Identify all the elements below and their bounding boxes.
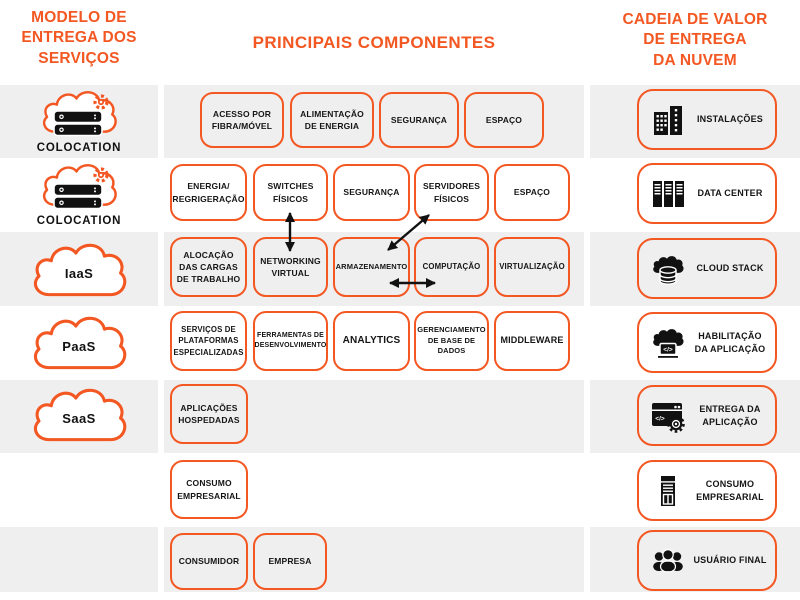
- server-racks-icon: [653, 180, 684, 207]
- value-chain-data-center: DATA CENTER: [637, 163, 777, 224]
- svg-text:</>: </>: [663, 346, 673, 353]
- service-model-iaas: IaaS: [0, 239, 158, 303]
- component-servicos-plataformas-especializadas: SERVIÇOS DE PLATAFORMAS ESPECIALIZADAS: [170, 311, 247, 371]
- cloud-code-laptop-icon: </>: [653, 328, 684, 358]
- cloud-database-icon: [653, 255, 684, 285]
- component-gerenciamento-base-dados: GERENCIAMENTO DE BASE DE DADOS: [414, 311, 489, 371]
- component-computacao: COMPUTAÇÃO: [414, 237, 489, 297]
- value-chain-cloud-stack: CLOUD STACK: [637, 238, 777, 299]
- value-chain-consumo-empresarial: CONSUMO EMPRESARIAL: [637, 460, 777, 521]
- value-chain-label: CLOUD STACK: [696, 263, 764, 274]
- browser-code-gear-icon: </>: [652, 402, 685, 433]
- service-model-colocation-2: COLOCATION: [0, 160, 158, 227]
- service-model-label: COLOCATION: [36, 142, 122, 154]
- cloud-servers-gear-icon: [42, 90, 117, 137]
- component-analytics: ANALYTICS: [333, 311, 410, 371]
- component-empresa: EMPRESA: [253, 533, 327, 590]
- component-consumo-empresarial: CONSUMO EMPRESARIAL: [170, 460, 248, 519]
- svg-text:</>: </>: [655, 415, 665, 422]
- value-chain-label: USUÁRIO FINAL: [693, 555, 767, 566]
- component-virtualizacao: VIRTUALIZAÇÃO: [494, 237, 570, 297]
- component-espaco-2: ESPAÇO: [494, 164, 570, 221]
- value-chain-label: INSTALAÇÕES: [696, 114, 764, 125]
- component-armazenamento: ARMAZENAMENTO: [333, 237, 410, 297]
- service-model-label: IaaS: [64, 265, 94, 281]
- component-networking-virtual: NETWORKING VIRTUAL: [253, 237, 328, 297]
- background-rows-middle: [164, 85, 584, 592]
- component-espaco-1: ESPAÇO: [464, 92, 544, 148]
- component-middleware: MIDDLEWARE: [494, 311, 570, 371]
- value-chain-usuario-final: USUÁRIO FINAL: [637, 530, 777, 591]
- left-column-title: MODELO DE ENTREGA DOS SERVIÇOS: [21, 9, 137, 67]
- service-model-saas: SaaS: [0, 384, 158, 448]
- component-aplicacoes-hospedadas: APLICAÇÕES HOSPEDADAS: [170, 384, 248, 444]
- value-chain-label: ENTREGA DA APLICAÇÃO: [699, 403, 761, 427]
- service-model-label: PaaS: [62, 338, 96, 354]
- component-energia-refrigeracao: ENERGIA/ REGRIGERAÇÃO: [170, 164, 247, 221]
- service-model-paas: PaaS: [0, 312, 158, 376]
- component-servidores-fisicos: SERVIDORES FÍSICOS: [414, 164, 489, 221]
- component-ferramentas-desenvolvimento: FERRAMENTAS DE DESENVOLVIMENTO: [253, 311, 328, 371]
- component-switches-fisicos: SWITCHES FÍSICOS: [253, 164, 328, 221]
- value-chain-entrega-aplicacao: </> ENTREGA DA APLICAÇÃO: [637, 385, 777, 446]
- component-seguranca-2: SEGURANÇA: [333, 164, 410, 221]
- middle-column-title: PRINCIPAIS COMPONENTES: [252, 33, 496, 52]
- component-consumidor: CONSUMIDOR: [170, 533, 248, 590]
- component-acesso-fibra-movel: ACESSO POR FIBRA/MÓVEL: [200, 92, 284, 148]
- service-model-label: COLOCATION: [36, 215, 122, 227]
- component-alimentacao-energia: ALIMENTAÇÃO DE ENERGIA: [290, 92, 374, 148]
- value-chain-label: CONSUMO EMPRESARIAL: [696, 478, 764, 502]
- value-chain-label: DATA CENTER: [697, 188, 763, 199]
- right-column-title: CADEIA DE VALOR DE ENTREGA DA NUVEM: [622, 11, 768, 69]
- service-model-label: SaaS: [62, 410, 96, 426]
- cloud-servers-gear-icon: [42, 163, 117, 210]
- value-chain-habilitacao-aplicacao: </> HABILITAÇÃO DA APLICAÇÃO: [637, 312, 777, 373]
- component-seguranca-1: SEGURANÇA: [379, 92, 459, 148]
- buildings-icon: [654, 105, 682, 135]
- value-chain-instalacoes: INSTALAÇÕES: [637, 89, 777, 150]
- service-model-colocation-1: COLOCATION: [0, 87, 158, 154]
- storefront-icon: [661, 475, 675, 506]
- value-chain-label: HABILITAÇÃO DA APLICAÇÃO: [694, 330, 766, 354]
- component-alocacao-cargas-trabalho: ALOCAÇÃO DAS CARGAS DE TRABALHO: [170, 237, 247, 297]
- users-group-icon: [653, 548, 683, 572]
